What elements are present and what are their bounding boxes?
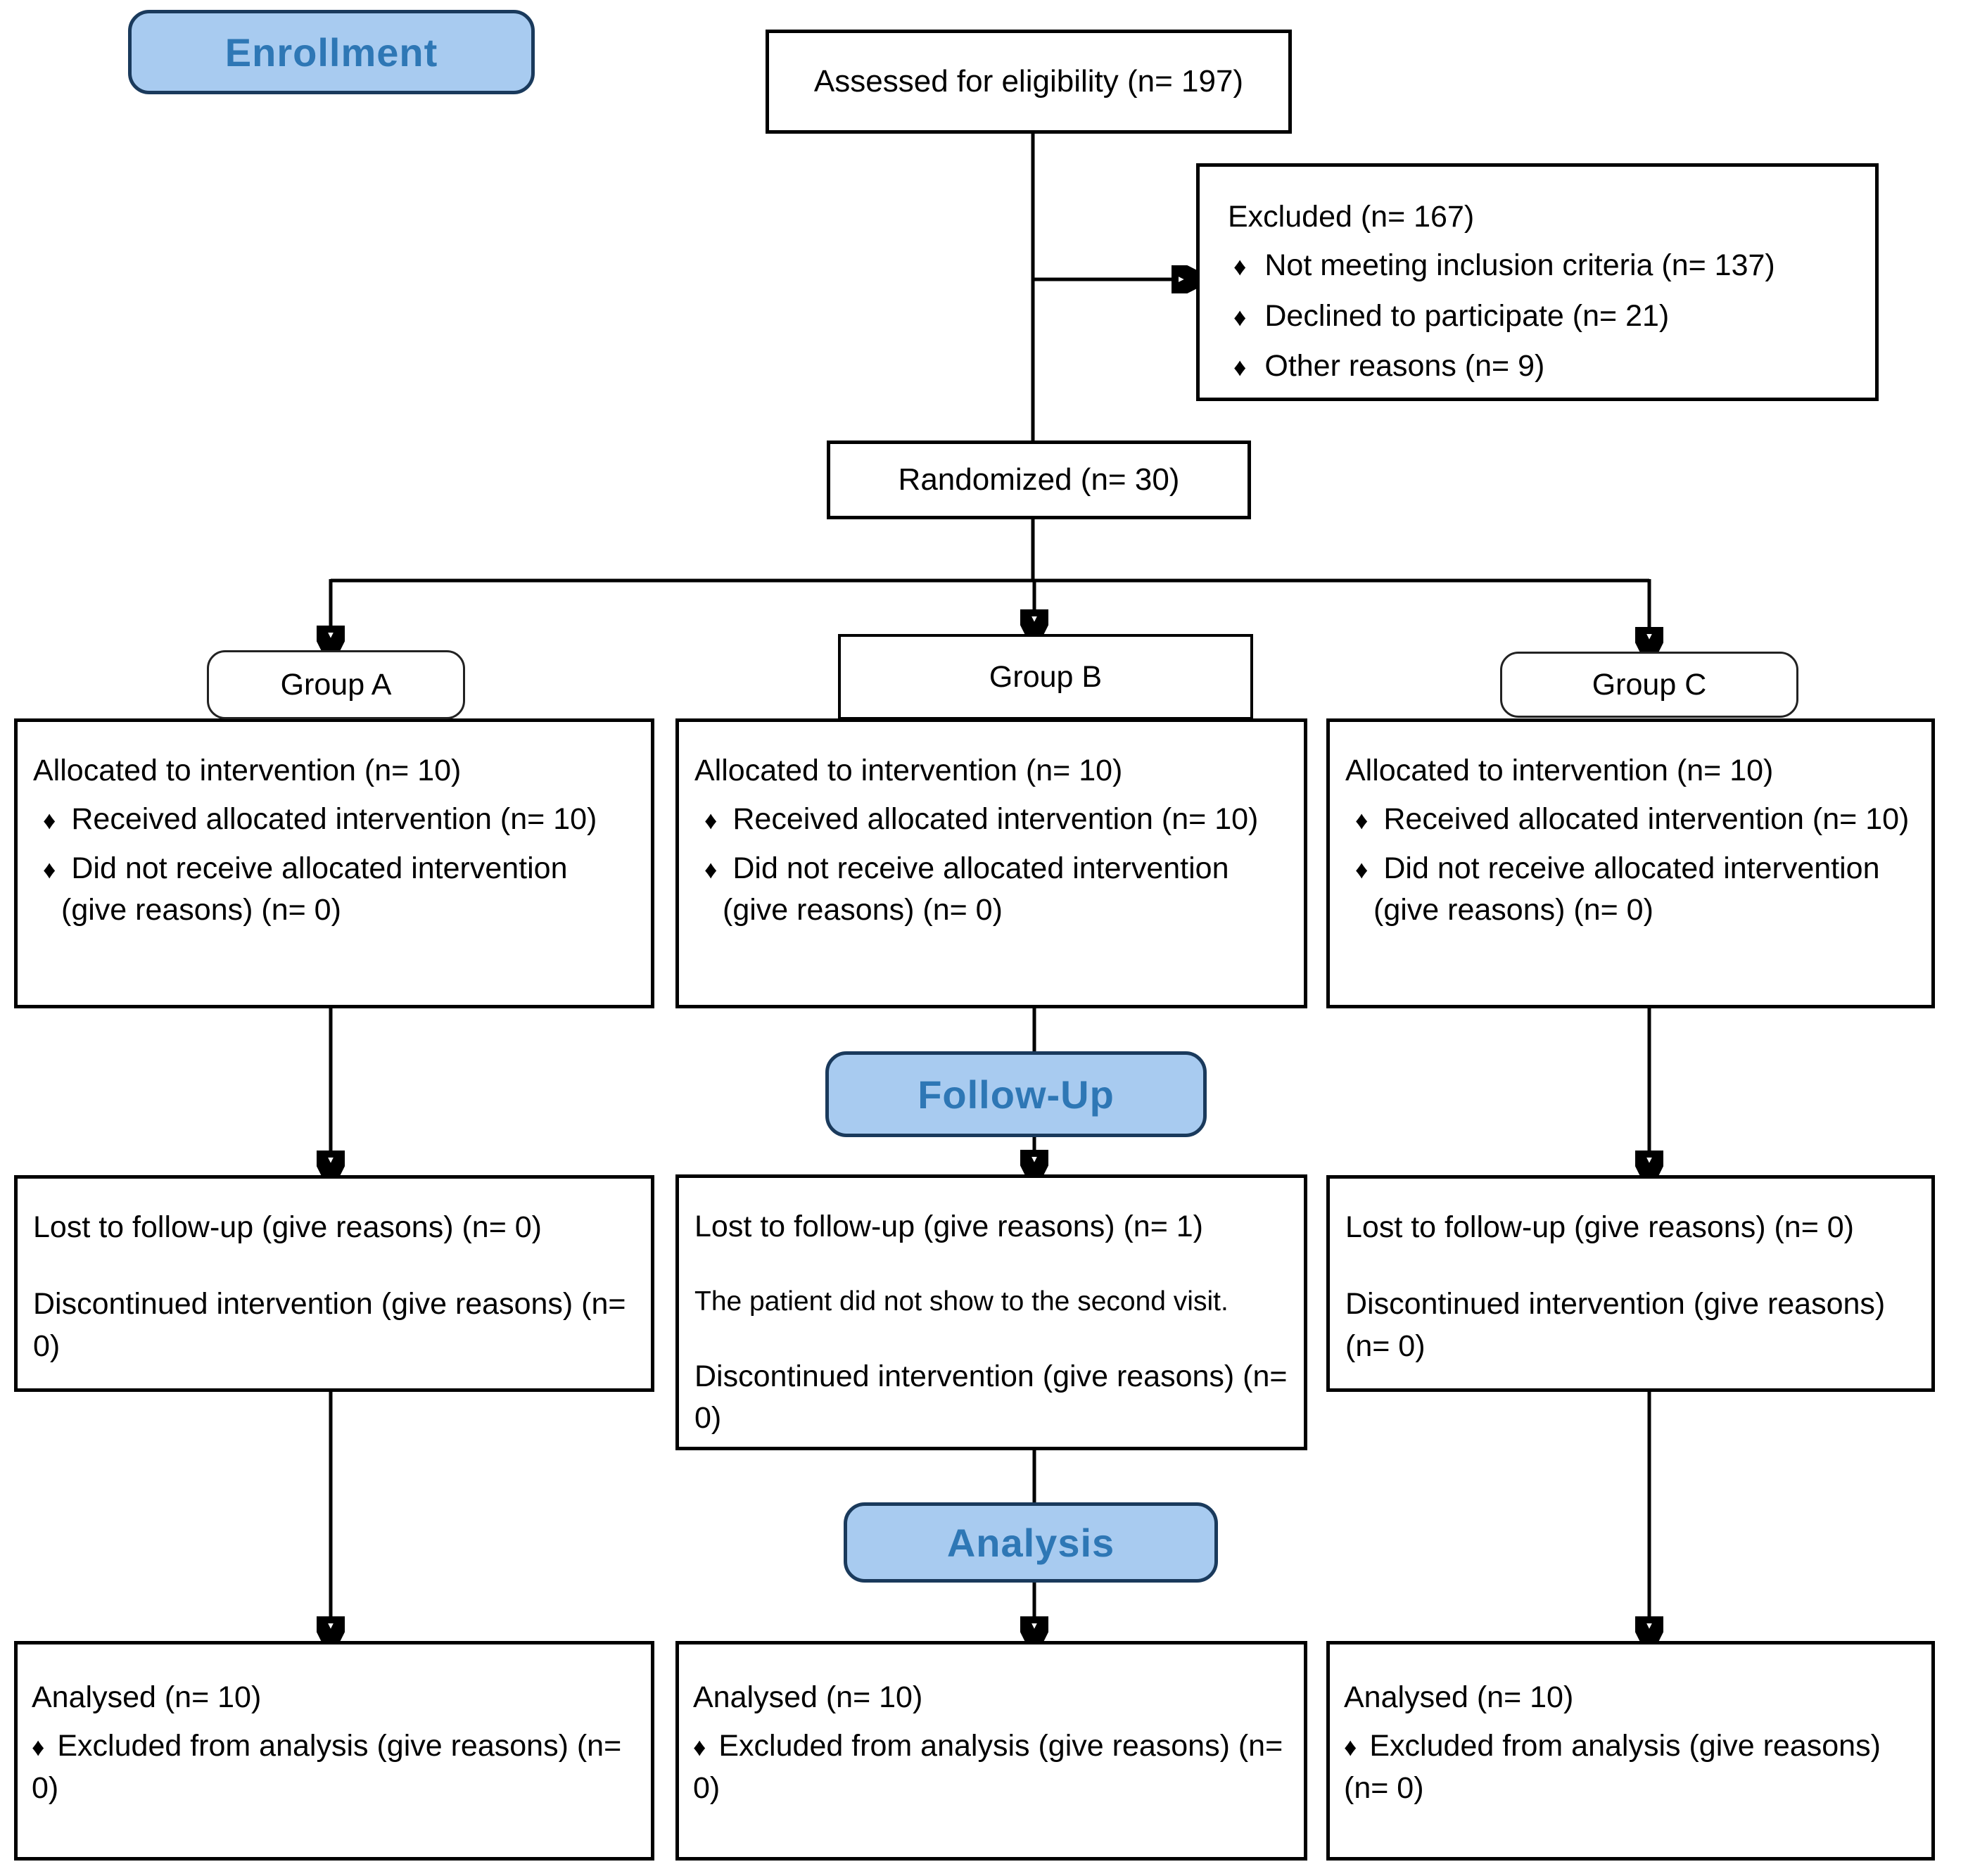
group-c-label: Group C: [1592, 667, 1707, 702]
diamond-bullet-icon: ♦: [1355, 806, 1369, 835]
allocation-item: ♦ Received allocated intervention (n= 10): [33, 799, 635, 840]
diamond-bullet-icon: ♦: [43, 806, 56, 835]
analysed-item-text: Excluded from analysis (give reasons) (n…: [1344, 1729, 1881, 1805]
group-a-label: Group A: [280, 667, 392, 702]
followup-line: Discontinued intervention (give reasons)…: [1345, 1287, 1886, 1363]
allocation-item-text: Did not receive allocated intervention (…: [61, 851, 568, 927]
diamond-bullet-icon: ♦: [1355, 854, 1369, 884]
randomized-text: Randomized (n= 30): [898, 462, 1180, 497]
analysed-item: ♦Excluded from analysis (give reasons) (…: [1344, 1725, 1916, 1809]
analysed-title: Analysed (n= 10): [693, 1680, 923, 1714]
allocation-title: Allocated to intervention (n= 10): [694, 754, 1123, 787]
analysed-title: Analysed (n= 10): [1344, 1680, 1574, 1714]
followup-line: Lost to follow-up (give reasons) (n= 0): [1345, 1210, 1854, 1244]
allocation-item-text: Did not receive allocated intervention (…: [1373, 851, 1880, 927]
analysed-item-text: Excluded from analysis (give reasons) (n…: [32, 1729, 622, 1805]
allocation-item-text: Received allocated intervention (n= 10): [71, 802, 597, 837]
group-a-tab: Group A: [207, 650, 465, 719]
phase-badge-analysis: Analysis: [844, 1502, 1218, 1583]
diamond-bullet-icon: ♦: [704, 854, 718, 884]
analysed-title: Analysed (n= 10): [32, 1680, 262, 1714]
diamond-bullet-icon: ♦: [704, 806, 718, 835]
excluded-item: ♦ Other reasons (n= 9): [1228, 346, 1858, 387]
diamond-bullet-icon: ♦: [1233, 302, 1247, 331]
allocation-item-text: Received allocated intervention (n= 10): [1383, 802, 1910, 837]
followup-line: Discontinued intervention (give reasons)…: [33, 1287, 626, 1363]
excluded-item-text: Other reasons (n= 9): [1264, 348, 1545, 383]
box-allocation-group-a: Allocated to intervention (n= 10) ♦ Recei…: [14, 718, 654, 1008]
excluded-item-text: Declined to participate (n= 21): [1264, 298, 1670, 333]
excluded-item-text: Not meeting inclusion criteria (n= 137): [1264, 248, 1775, 283]
allocation-item: ♦ Received allocated intervention (n= 10): [694, 799, 1288, 840]
box-excluded: Excluded (n= 167) ♦ Not meeting inclusion…: [1196, 163, 1879, 401]
box-randomized: Randomized (n= 30): [827, 441, 1251, 519]
enrollment-badge-label: Enrollment: [224, 30, 438, 75]
followup-line: Discontinued intervention (give reasons)…: [694, 1360, 1288, 1435]
diamond-bullet-icon: ♦: [1233, 252, 1247, 281]
diamond-bullet-icon: ♦: [1233, 352, 1247, 381]
allocation-item: ♦ Received allocated intervention (n= 10): [1345, 799, 1916, 840]
box-analysed-group-c: Analysed (n= 10) ♦Excluded from analysis…: [1326, 1641, 1935, 1861]
followup-line: Lost to follow-up (give reasons) (n= 0): [33, 1210, 542, 1244]
phase-badge-enrollment: Enrollment: [128, 10, 535, 94]
box-allocation-group-c: Allocated to intervention (n= 10) ♦ Recei…: [1326, 718, 1935, 1008]
allocation-item: ♦Did not receive allocated intervention …: [33, 848, 635, 932]
diamond-bullet-icon: ♦: [693, 1732, 706, 1762]
box-analysed-group-a: Analysed (n= 10) ♦Excluded from analysis…: [14, 1641, 654, 1861]
box-followup-group-c: Lost to follow-up (give reasons) (n= 0) …: [1326, 1175, 1935, 1392]
phase-badge-followup: Follow-Up: [825, 1051, 1207, 1137]
box-analysed-group-b: Analysed (n= 10) ♦Excluded from analysis…: [675, 1641, 1307, 1861]
excluded-title: Excluded (n= 167): [1228, 200, 1475, 234]
analysed-item: ♦Excluded from analysis (give reasons) (…: [693, 1725, 1288, 1809]
group-b-tab: Group B: [838, 634, 1253, 720]
diamond-bullet-icon: ♦: [43, 854, 56, 884]
followup-badge-label: Follow-Up: [918, 1072, 1115, 1117]
allocation-item: ♦Did not receive allocated intervention …: [1345, 848, 1916, 932]
allocation-item-text: Did not receive allocated intervention (…: [723, 851, 1229, 927]
allocation-title: Allocated to intervention (n= 10): [33, 754, 462, 787]
analysed-item-text: Excluded from analysis (give reasons) (n…: [693, 1729, 1283, 1805]
box-followup-group-a: Lost to follow-up (give reasons) (n= 0) …: [14, 1175, 654, 1392]
allocation-item-text: Received allocated intervention (n= 10): [732, 802, 1259, 837]
analysis-badge-label: Analysis: [946, 1520, 1115, 1565]
group-c-tab: Group C: [1500, 652, 1798, 718]
allocation-item: ♦Did not receive allocated intervention …: [694, 848, 1288, 932]
diamond-bullet-icon: ♦: [32, 1732, 45, 1762]
allocation-title: Allocated to intervention (n= 10): [1345, 754, 1774, 787]
box-assessed-eligibility: Assessed for eligibility (n= 197): [766, 30, 1292, 134]
excluded-item: ♦ Declined to participate (n= 21): [1228, 296, 1858, 337]
diamond-bullet-icon: ♦: [1344, 1732, 1357, 1762]
group-b-label: Group B: [989, 659, 1103, 694]
analysed-item: ♦Excluded from analysis (give reasons) (…: [32, 1725, 635, 1809]
followup-reason-note: The patient did not show to the second v…: [694, 1286, 1229, 1317]
followup-line: Lost to follow-up (give reasons) (n= 1): [694, 1210, 1203, 1243]
box-followup-group-b: Lost to follow-up (give reasons) (n= 1) …: [675, 1174, 1307, 1450]
assessed-text: Assessed for eligibility (n= 197): [813, 63, 1244, 99]
box-allocation-group-b: Allocated to intervention (n= 10) ♦ Recei…: [675, 718, 1307, 1008]
excluded-item: ♦ Not meeting inclusion criteria (n= 137): [1228, 245, 1858, 286]
